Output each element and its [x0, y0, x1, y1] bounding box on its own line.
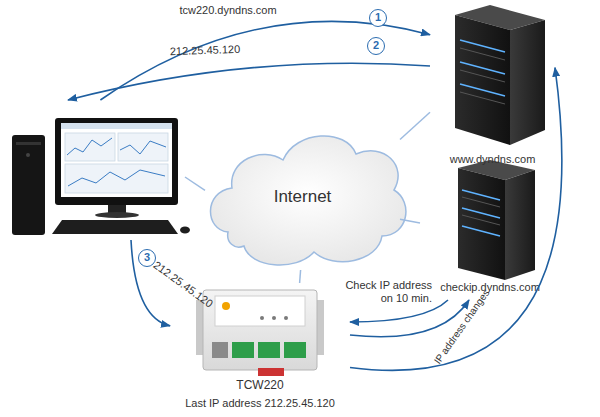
network-link — [400, 219, 420, 223]
din-latch — [258, 368, 284, 376]
device-logo — [222, 302, 230, 310]
cloud-node: Internet — [205, 125, 400, 270]
screen-chart — [68, 170, 165, 186]
arrow-label: Check IP address on 10 min. — [340, 279, 432, 305]
network-link — [185, 177, 205, 190]
flow-arrow — [131, 240, 170, 326]
server-illustration — [458, 160, 535, 280]
callout-number: 1 — [369, 9, 387, 27]
network-link — [300, 270, 301, 283]
screen-chart — [67, 138, 112, 155]
server-slot — [460, 70, 505, 82]
monitor-screen — [61, 123, 172, 197]
flow-arrow — [100, 21, 430, 100]
pc-tower — [12, 135, 45, 235]
screen-titlebar — [61, 123, 172, 129]
computer-illustration — [12, 118, 190, 235]
node-text: Last IP address 212.25.45.120 — [170, 397, 350, 410]
pc-button — [26, 153, 30, 157]
server-side — [510, 20, 545, 145]
screen-panel — [65, 164, 168, 193]
screen-panel — [118, 133, 168, 161]
server-slot — [460, 48, 505, 60]
server-node: checkip.dyndns.com — [420, 160, 560, 300]
terminal-block — [232, 342, 254, 358]
flow-arrow — [68, 63, 430, 100]
ethernet-port — [212, 342, 228, 358]
arrow-label: 212.25.45.120 — [155, 42, 255, 59]
device-panel — [215, 296, 305, 326]
device-led — [272, 316, 276, 320]
server-slot — [460, 92, 505, 104]
node-text: TCW220 — [170, 378, 350, 392]
node-text: Internet — [205, 187, 400, 207]
device-led — [284, 316, 288, 320]
screen-chart — [120, 141, 166, 154]
arrow-label: IP address changes — [428, 283, 495, 372]
server-slot — [462, 197, 500, 207]
node-text: www.dyndns.com — [430, 153, 555, 166]
monitor-base — [95, 212, 139, 218]
mouse — [180, 227, 190, 234]
terminal-block — [258, 342, 280, 358]
server-front — [458, 168, 505, 280]
arrow-label: 212.25.45.120 — [143, 253, 224, 317]
keyboard — [52, 220, 178, 234]
server-illustration — [455, 5, 545, 145]
server-slot — [462, 215, 500, 225]
network-link — [400, 112, 430, 139]
terminal-block — [284, 342, 306, 358]
server-led — [462, 226, 500, 236]
server-side — [505, 170, 535, 280]
arrow-label: tcw220.dyndns.com — [163, 4, 293, 17]
callout-number: 2 — [367, 37, 385, 55]
pc-drive — [16, 142, 41, 145]
server-node: www.dyndns.com — [430, 5, 555, 170]
device-body — [203, 290, 317, 370]
screen-panel — [65, 133, 115, 161]
computer-node — [5, 100, 185, 240]
server-front — [455, 15, 510, 145]
device-led — [260, 316, 264, 320]
monitor-bezel — [55, 118, 178, 205]
